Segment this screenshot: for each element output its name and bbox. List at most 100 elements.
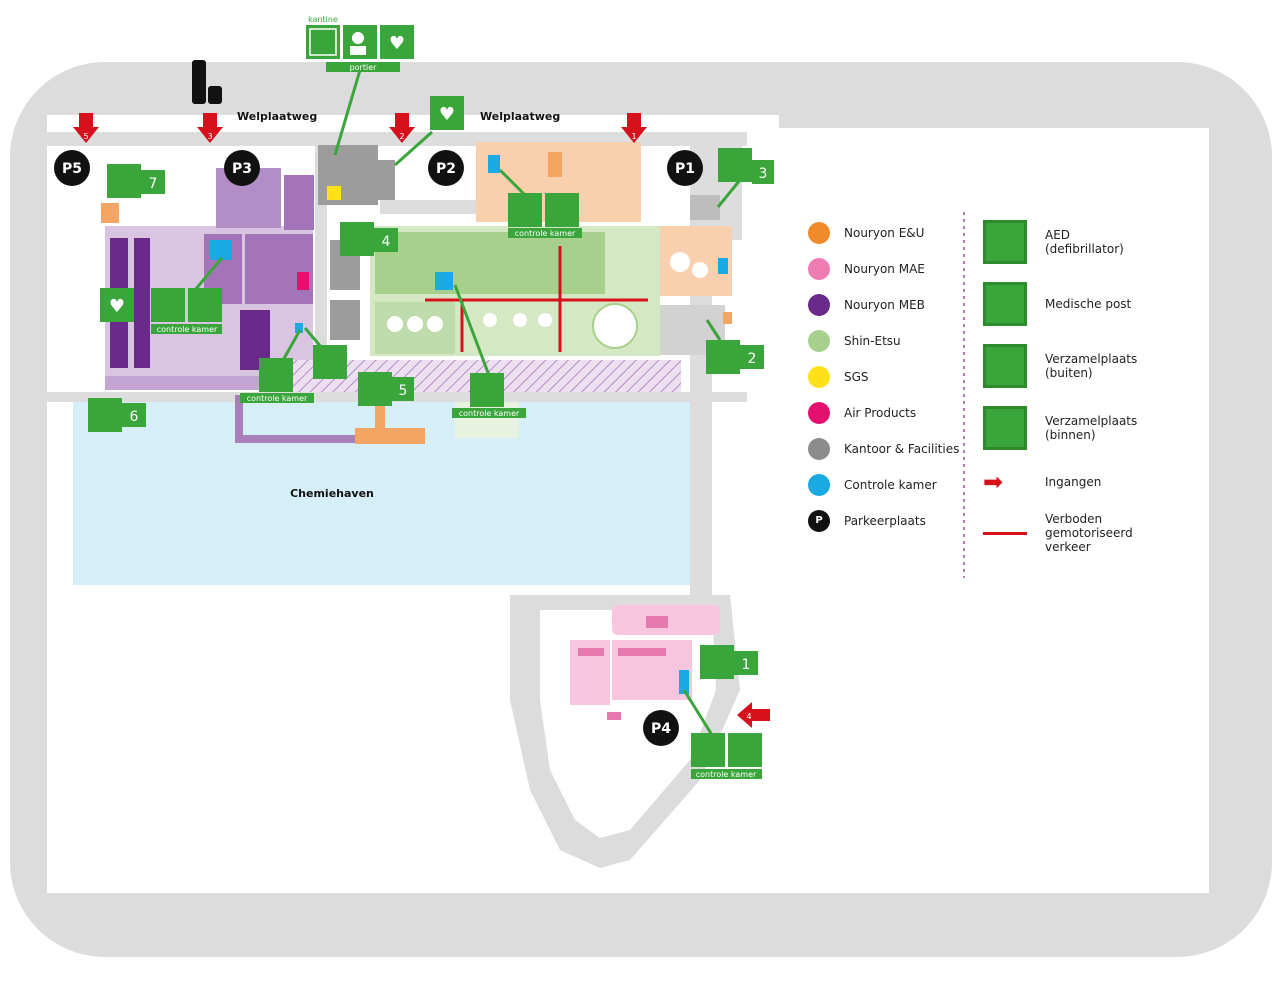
entrance-label-2: 2 [399, 132, 404, 141]
legend-symbol-line: Verzamelplaats [1045, 352, 1138, 366]
zone-nouryon-eu [101, 142, 732, 444]
legend-symbol-line: Verboden [1045, 512, 1103, 526]
control-room-meb-2 [295, 323, 303, 333]
road-label-east: Welplaatweg [480, 110, 560, 123]
legend-zone-label: SGS [844, 370, 869, 384]
legend-zone-swatch [808, 330, 830, 352]
legend-symbol-label: Ingangen [1045, 475, 1101, 489]
zone-shin-etsu [370, 226, 660, 438]
assembly-label-1: 1 [742, 657, 751, 673]
sign-aed-meb-west: ♥ [100, 288, 134, 322]
control-room-eu [488, 155, 500, 173]
entrance-label-5: 5 [83, 132, 88, 141]
parking-p2: P2 [428, 150, 464, 186]
sign-portier-medical [343, 25, 377, 59]
legend-symbol-line: Medische post [1045, 297, 1132, 311]
assembly-label-7: 7 [149, 176, 158, 192]
control-room-meb [210, 240, 232, 260]
zone-sgs [327, 186, 341, 200]
legend-zone-label: Nouryon E&U [844, 226, 925, 240]
legend-zone-swatch [808, 438, 830, 460]
parking-label-p1: P1 [675, 161, 695, 177]
svg-text:♥: ♥ [389, 33, 405, 54]
legend-zone-item: Nouryon MAE [808, 258, 925, 280]
sign-controle-kamer-meb-2: controle kamer [240, 345, 347, 403]
legend-symbol-line: (defibrillator) [1045, 242, 1124, 256]
assembly-outside-icon [983, 344, 1027, 388]
welplaatweg-strip [47, 115, 779, 129]
legend-symbol-label: Verzamelplaats(binnen) [1045, 414, 1137, 442]
controle-kamer-label-eu: controle kamer [515, 229, 576, 238]
legend-symbol-line: AED [1045, 228, 1071, 242]
legend-symbol-label: Medische post [1045, 297, 1131, 311]
legend-zone-item: Kantoor & Facilities [808, 438, 959, 460]
svg-text:♥: ♥ [109, 296, 125, 317]
control-room-shin-etsu [435, 272, 453, 290]
legend-zone-label: Shin-Etsu [844, 334, 901, 348]
legend-symbol-line: (binnen) [1045, 428, 1096, 442]
entrance-arrow-5: 5 [73, 113, 99, 143]
entrance-label-3: 3 [207, 132, 212, 141]
control-room-mae [679, 670, 689, 694]
assembly-label-2: 2 [748, 351, 757, 367]
assembly-label-3: 3 [759, 166, 768, 182]
parking-p4: P4 [643, 710, 679, 746]
svg-text:♥: ♥ [439, 104, 455, 125]
legend-symbol-line: gemotoriseerd [1045, 526, 1133, 540]
sign-portier-aed: ♥ [380, 25, 414, 59]
sign-assembly-1: 1 [700, 645, 758, 679]
legend-zone-label: Controle kamer [844, 478, 937, 492]
sign-assembly-5: 5 [358, 372, 414, 406]
legend-zone-label: Nouryon MAE [844, 262, 925, 276]
controle-kamer-label-mae: controle kamer [696, 770, 757, 779]
legend-zone-item: P Parkeerplaats [808, 510, 926, 532]
sign-assembly-7: 7 [107, 164, 165, 198]
entrance-arrow-1: 1 [621, 113, 647, 143]
forbidden-traffic-line [983, 531, 1027, 535]
zone-nouryon-mae [570, 605, 720, 720]
controle-kamer-label-meb-2: controle kamer [247, 394, 308, 403]
legend-zone-item: Controle kamer [808, 474, 937, 496]
legend-symbol-item: Verzamelplaats(binnen) [983, 406, 1137, 450]
legend-zone-item: Nouryon MEB [808, 294, 925, 316]
legend-symbol-item: AED(defibrillator) [983, 220, 1124, 264]
legend-zone-swatch [808, 222, 830, 244]
portier-label-bg [326, 62, 400, 72]
parking-label-p2: P2 [436, 161, 456, 177]
entrance-label-4: 4 [746, 712, 751, 721]
legend-zone-swatch [808, 366, 830, 388]
legend-symbol-item: Verzamelplaats(buiten) [983, 344, 1137, 388]
legend-zone-label: Parkeerplaats [844, 514, 926, 528]
legend-zone-swatch: P [808, 510, 830, 532]
sign-assembly-4: 4 [340, 222, 398, 256]
sign-assembly-3: 3 [718, 148, 774, 184]
entrance-arrow-icon: ➡ [983, 468, 1004, 496]
controle-kamer-label-shin-etsu: controle kamer [459, 409, 520, 418]
sign-assembly-6: 6 [88, 398, 146, 432]
entrance-arrow-2: 2 [389, 113, 415, 143]
entrance-arrow-4: 4 [737, 702, 770, 728]
road-label-west: Welplaatweg [237, 110, 317, 123]
truck-car-icon [192, 60, 222, 104]
entrance-arrow-3: 3 [197, 113, 223, 143]
parking-p1: P1 [667, 150, 703, 186]
legend-zone-swatch [808, 258, 830, 280]
parking-label-p4: P4 [651, 721, 671, 737]
parking-p5: P5 [54, 150, 90, 186]
legend-zone-item: Nouryon E&U [808, 222, 924, 244]
assembly-label-5: 5 [399, 383, 408, 399]
legend-symbol-item: Medische post [983, 282, 1131, 326]
aed-icon [983, 220, 1027, 264]
assembly-label-4: 4 [382, 234, 391, 250]
assembly-label-6: 6 [130, 409, 139, 425]
legend-zone-label: Kantoor & Facilities [844, 442, 960, 456]
chemiehaven-label: Chemiehaven [290, 487, 374, 500]
legend-symbol-label: AED(defibrillator) [1045, 228, 1124, 256]
parking-label-p3: P3 [232, 161, 252, 177]
sign-kantine-assembly [306, 25, 340, 59]
legend-symbol-line: verkeer [1045, 540, 1091, 554]
legend-symbol-line: (buiten) [1045, 366, 1093, 380]
